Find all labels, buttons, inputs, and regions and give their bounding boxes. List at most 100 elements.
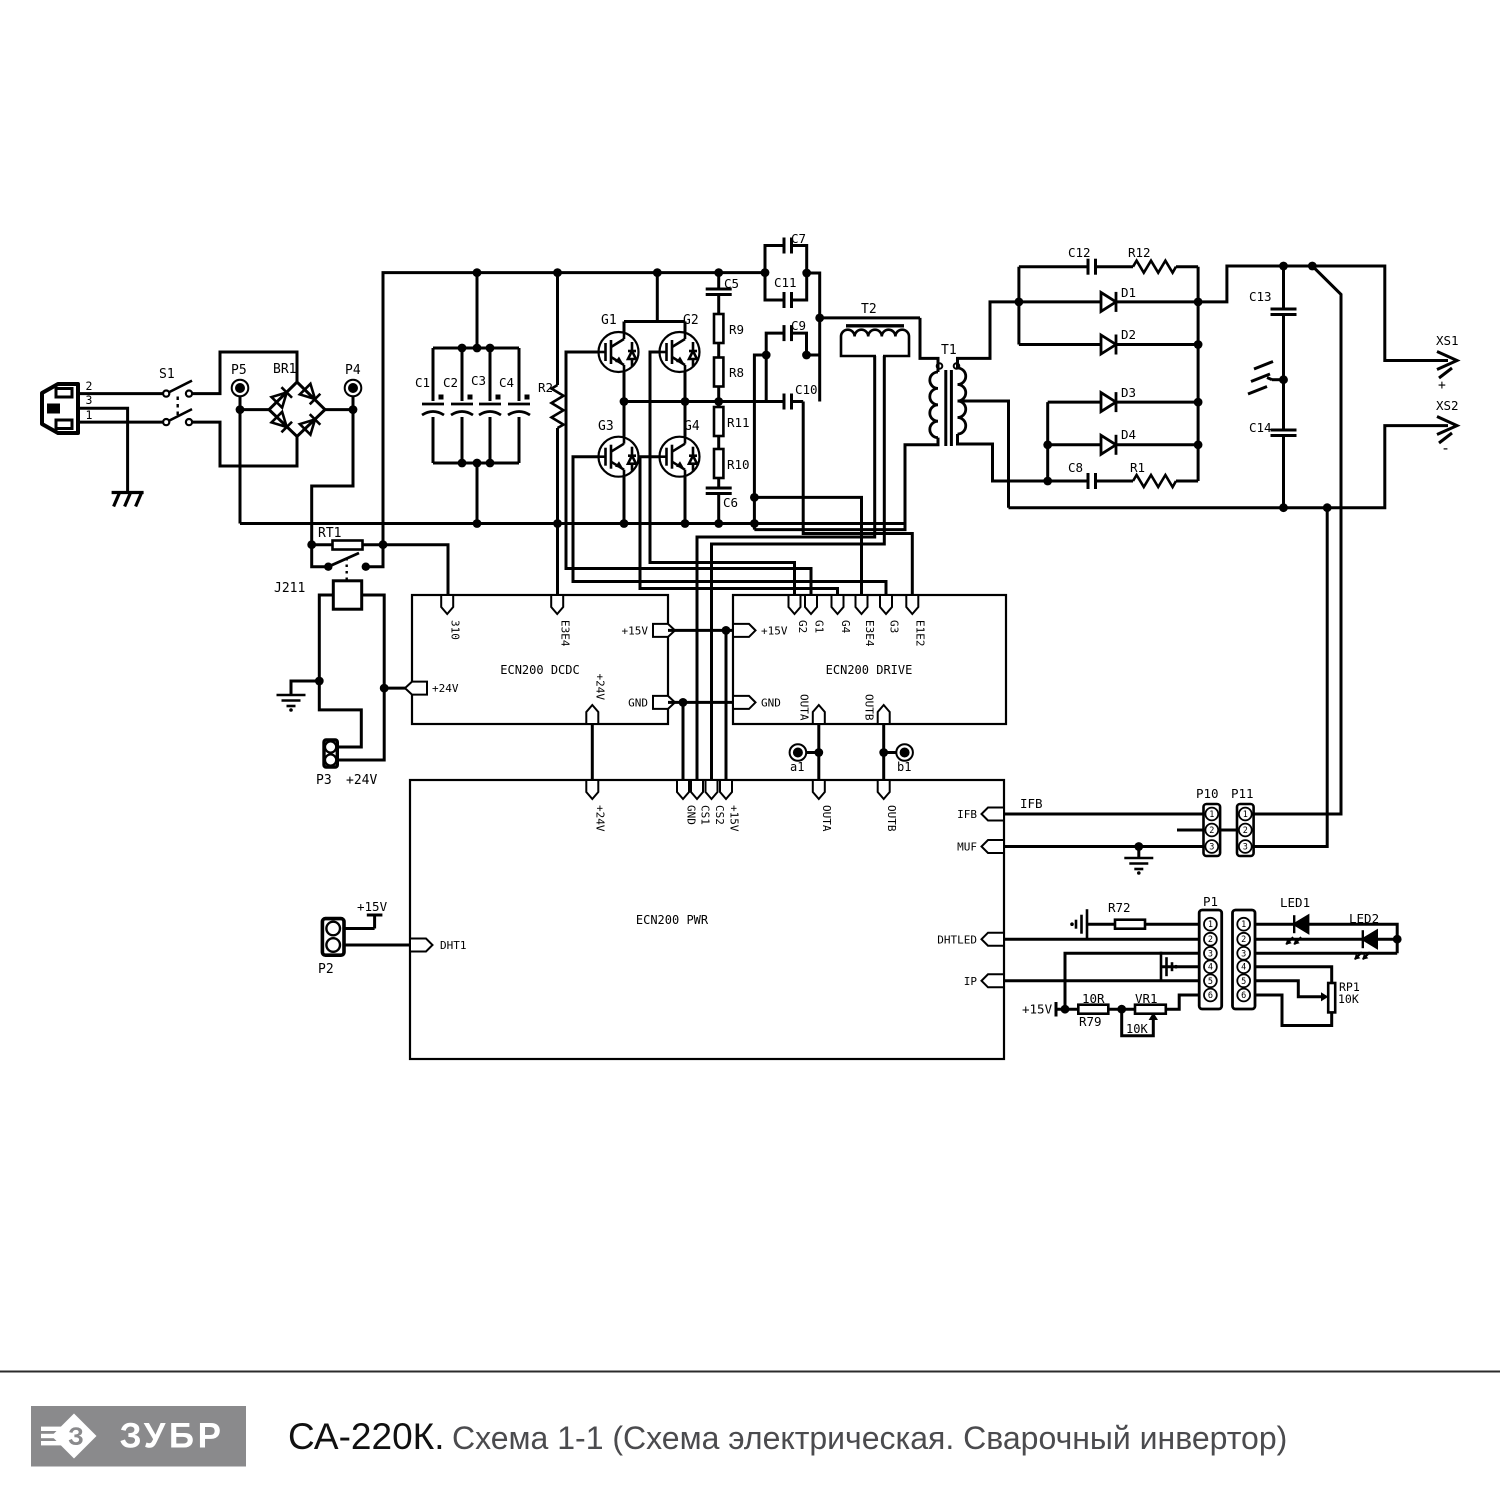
junction-dot	[879, 748, 889, 757]
pin-label-pwr-ip: IP	[964, 975, 978, 988]
label-p1: P1	[1203, 894, 1218, 909]
label-t1: T1	[941, 343, 957, 358]
label-p3: P3	[316, 773, 332, 788]
block-ecn200-drive	[731, 593, 1008, 726]
connector-p2	[320, 916, 346, 957]
label-plus15-p2: +15V	[357, 899, 388, 914]
pin-label-pwr-outa: OUTA	[820, 805, 833, 832]
wire-s1-to-bridge-bottom	[192, 420, 299, 468]
pin-label-drive-g4: G4	[839, 620, 852, 634]
p1-pin-4: 4	[1208, 963, 1213, 973]
label-tp-a1: a1	[790, 760, 804, 774]
label-g4: G4	[684, 419, 700, 434]
rp1-wiper-arrow	[1321, 992, 1329, 1002]
junction-dot	[652, 268, 662, 277]
resistor-r79	[1077, 1003, 1110, 1016]
zubr-logo-icon: З	[41, 1413, 97, 1459]
wire-igbt-collectors-top	[622, 272, 687, 332]
pin-label-drive-e3e4: E3E4	[863, 620, 876, 647]
label-d2: D2	[1121, 327, 1136, 342]
label-vr1-value: 10K	[1126, 1022, 1148, 1036]
pin-drive-g3	[879, 594, 893, 615]
wire-gate-g4	[638, 455, 839, 595]
junction-dot	[760, 268, 770, 277]
junction-dot	[314, 676, 324, 686]
junction-dot	[1193, 397, 1203, 407]
label-r79-value: 10R	[1082, 991, 1105, 1006]
junction-dot	[1060, 1004, 1070, 1014]
ac-inlet-plug	[40, 382, 80, 435]
pin-drive-outa	[811, 704, 826, 725]
resistor-r12	[1131, 259, 1178, 275]
wire-igbt-legs	[622, 372, 687, 437]
pin-pwr-outb	[876, 779, 891, 800]
label-r11: R11	[727, 415, 750, 430]
pin-dcdc-24v-bottom	[585, 704, 600, 725]
wire-ac-earth	[78, 406, 130, 492]
wire-muf	[1004, 845, 1204, 857]
pin-label-drive-g1: G1	[812, 620, 825, 633]
pin-label-pwr-24v: +24V	[594, 805, 607, 832]
label-r1: R1	[1130, 460, 1145, 475]
label-c14: C14	[1249, 420, 1272, 435]
p11-pin-2: 2	[1243, 826, 1248, 836]
earth-symbol-relay	[275, 693, 307, 714]
plug-pin-1-label: 1	[86, 408, 93, 422]
p1b-pin-6: 6	[1241, 991, 1246, 1001]
label-g2: G2	[683, 313, 699, 328]
connector-p10: 123	[1202, 802, 1222, 858]
p1b-pin-2: 2	[1241, 935, 1246, 945]
pin-label-pwr-cs2: CS2	[713, 805, 726, 825]
wire-relay-coil-right	[337, 593, 386, 762]
capacitor-bank-c1-c4	[420, 346, 532, 465]
pin-label-pwr-gnd: GND	[684, 805, 697, 825]
junction-dot	[348, 405, 358, 414]
bridge-rectifier-br1	[266, 379, 328, 439]
junction-dot	[472, 519, 482, 528]
wire-p1-pin3	[1063, 951, 1200, 1010]
p10-pin-3: 3	[1209, 843, 1214, 853]
junction-dot	[1392, 934, 1402, 944]
sheet-title-subtitle: Схема 1-1 (Схема электрическая. Сварочны…	[452, 1420, 1287, 1456]
label-c13: C13	[1249, 289, 1272, 304]
resistor-r1	[1131, 473, 1178, 489]
plug-pin-3-label: 3	[86, 393, 93, 407]
label-p5: P5	[231, 363, 247, 378]
label-net-ifb: IFB	[1020, 796, 1043, 811]
pin-pwr-ifb	[980, 806, 1005, 822]
label-p11: P11	[1231, 786, 1254, 801]
main-transformer-t1	[928, 362, 968, 446]
p10-pin-2: 2	[1209, 826, 1214, 836]
wire-gnd-link	[668, 700, 733, 781]
capacitor-c12	[1086, 257, 1097, 277]
pin-drive-g1	[804, 594, 818, 615]
label-p2: P2	[318, 962, 334, 977]
wire-e1e2	[801, 401, 914, 595]
wire-minus-rail-out	[1008, 424, 1448, 510]
plug-pin-2-label: 2	[86, 379, 93, 393]
diode-d2	[1099, 333, 1118, 356]
junction-dot	[485, 343, 495, 353]
wire-igbt-emitters	[622, 476, 687, 524]
vr1-wiper-arrow	[1148, 1012, 1158, 1020]
label-r9: R9	[729, 322, 744, 337]
label-led2: LED2	[1349, 911, 1379, 926]
wire-relay-ground	[289, 679, 320, 694]
junction-dot	[678, 698, 688, 707]
junction-dot	[619, 519, 629, 528]
junction-dot	[714, 519, 724, 528]
label-d1: D1	[1121, 285, 1136, 300]
junction-dot	[379, 683, 389, 693]
relay-contact-j211	[310, 544, 385, 611]
pin-label-drive-15v: +15V	[761, 625, 788, 638]
p1b-pin-1: 1	[1241, 920, 1246, 930]
pin-dcdc-310	[440, 594, 455, 615]
resistor-r72	[1113, 918, 1147, 931]
p11-pin-1: 1	[1243, 810, 1248, 820]
label-vr1: VR1	[1135, 991, 1158, 1006]
pin-pwr-cs2	[704, 779, 719, 800]
junction-dot	[1043, 440, 1053, 450]
pin-pwr-ip	[980, 973, 1005, 989]
